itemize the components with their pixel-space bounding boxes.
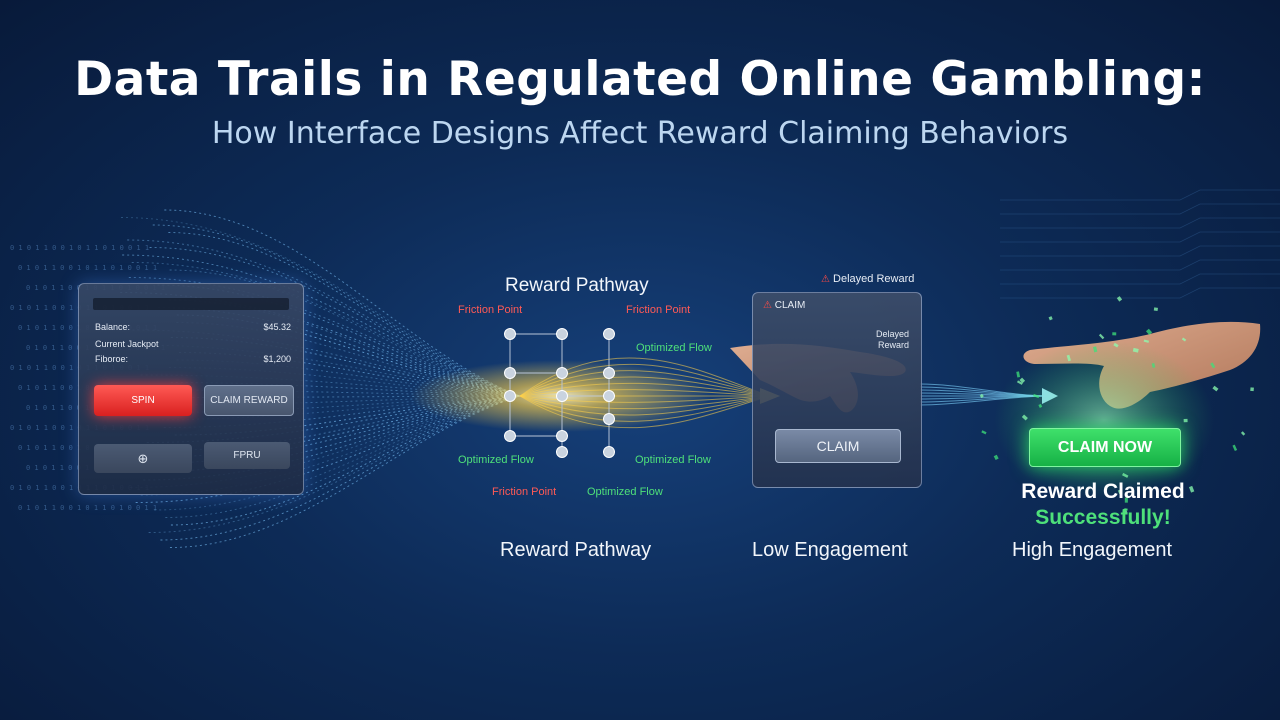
confetti-piece <box>1212 386 1218 392</box>
pathway-node <box>604 447 615 458</box>
successfully-text: Successfully! <box>1000 506 1206 530</box>
target-icon-button[interactable]: ⊕ <box>94 444 192 473</box>
confetti-piece <box>1250 387 1254 391</box>
slot-interface-panel: Balance: $45.32 Current Jackpot Fiboroe:… <box>78 283 304 495</box>
binary-stream: 0 1 0 1 1 0 0 1 0 1 1 0 1 0 0 1 1 <box>10 244 149 252</box>
circuit-line <box>1000 260 1280 270</box>
circuit-line <box>1000 246 1280 256</box>
claim-now-button[interactable]: CLAIM NOW <box>1029 428 1181 467</box>
balance-label: Balance: <box>95 322 130 332</box>
friction-point-left: Friction Point <box>458 304 522 316</box>
claim-button[interactable]: CLAIM <box>775 429 901 463</box>
confetti-piece <box>1112 332 1116 335</box>
delayed-reward-notice-text: Delayed Reward <box>833 273 914 285</box>
binary-stream: 0 1 0 1 1 0 0 1 0 1 1 0 1 0 0 1 1 <box>18 504 157 512</box>
pathway-node <box>505 431 516 442</box>
warning-icon: ⚠ <box>821 274 830 285</box>
confetti-piece <box>1241 431 1245 435</box>
delayed-line-2: Reward <box>876 340 909 351</box>
pathway-node <box>604 329 615 340</box>
caption-high-engagement: High Engagement <box>1012 539 1172 562</box>
delayed-claim-card: ⚠ CLAIM Delayed Reward CLAIM <box>752 292 922 488</box>
confetti-piece <box>1117 296 1122 301</box>
pathway-node <box>505 329 516 340</box>
jackpot-row: Current Jackpot <box>95 339 291 349</box>
balance-value: $45.32 <box>263 322 291 332</box>
friction-point-right: Friction Point <box>626 304 690 316</box>
delayed-line-1: Delayed <box>876 329 909 340</box>
claim-card-title: CLAIM <box>775 300 806 311</box>
panel-header-bar <box>93 298 289 310</box>
jackpot-label: Current Jackpot <box>95 339 159 349</box>
confetti-piece <box>1049 316 1053 320</box>
balance-row: Balance: $45.32 <box>95 322 291 332</box>
circuit-line <box>1000 288 1280 298</box>
confetti-piece <box>981 430 986 434</box>
page-title: Data Trails in Regulated Online Gambling… <box>0 52 1280 107</box>
claim-reward-button[interactable]: CLAIM REWARD <box>204 385 294 416</box>
pathway-node <box>505 391 516 402</box>
warning-icon: ⚠ <box>763 300 772 311</box>
third-value: $1,200 <box>263 354 291 364</box>
claim-card-header: ⚠ CLAIM <box>763 300 805 311</box>
pathway-node <box>557 329 568 340</box>
pathway-node <box>557 447 568 458</box>
binary-stream: 0 1 0 1 1 0 0 1 0 1 1 0 1 0 0 1 1 <box>18 264 157 272</box>
third-row: Fiboroe: $1,200 <box>95 354 291 364</box>
friction-point-bottom: Friction Point <box>492 486 556 498</box>
circuit-line <box>1000 190 1280 200</box>
delayed-reward-label: Delayed Reward <box>876 329 909 351</box>
circuit-line <box>1000 218 1280 228</box>
confetti-piece <box>994 455 999 460</box>
pathway-node <box>604 391 615 402</box>
circuit-line <box>1000 204 1280 214</box>
pathway-node <box>557 368 568 379</box>
optimized-flow-top: Optimized Flow <box>636 342 712 354</box>
pathway-title: Reward Pathway <box>505 275 649 297</box>
spin-button[interactable]: SPIN <box>94 385 192 416</box>
fpru-button[interactable]: FPRU <box>204 442 290 469</box>
caption-reward-pathway: Reward Pathway <box>500 539 651 562</box>
optimized-flow-right: Optimized Flow <box>635 454 711 466</box>
page-subtitle: How Interface Designs Affect Reward Clai… <box>0 116 1280 151</box>
third-label: Fiboroe: <box>95 354 128 364</box>
pathway-node <box>604 368 615 379</box>
reward-claimed-text: Reward Claimed <box>1000 480 1206 504</box>
pathway-node <box>557 391 568 402</box>
confetti-piece <box>1184 419 1188 422</box>
circuit-line <box>1000 274 1280 284</box>
confetti-piece <box>1099 334 1104 339</box>
confetti-piece <box>1232 445 1237 451</box>
pathway-node <box>557 431 568 442</box>
pathway-node <box>505 368 516 379</box>
caption-low-engagement: Low Engagement <box>752 539 908 562</box>
optimized-flow-left: Optimized Flow <box>458 454 534 466</box>
success-glow <box>994 340 1214 500</box>
optimized-flow-bottom: Optimized Flow <box>587 486 663 498</box>
target-icon: ⊕ <box>138 451 149 467</box>
pathway-node <box>604 414 615 425</box>
confetti-piece <box>1154 307 1158 311</box>
circuit-line <box>1000 232 1280 242</box>
delayed-reward-notice: ⚠ Delayed Reward <box>821 273 914 285</box>
